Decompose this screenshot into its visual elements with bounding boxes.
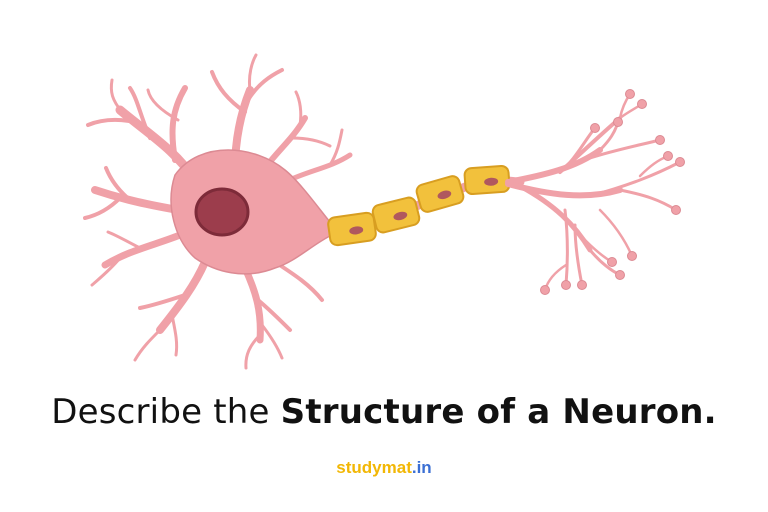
dendrite-branch bbox=[169, 85, 188, 163]
dendrite-branch bbox=[91, 186, 182, 214]
schwann-nucleus bbox=[349, 226, 364, 235]
dendrite-branch bbox=[256, 298, 292, 332]
dendrite-branch bbox=[260, 323, 284, 360]
synaptic-knob bbox=[655, 135, 665, 145]
terminal-branch bbox=[505, 147, 603, 185]
dendrite-branch bbox=[282, 152, 353, 185]
terminal-branch bbox=[517, 183, 593, 253]
dendrite-branch bbox=[133, 328, 162, 362]
dendrite-branch bbox=[90, 256, 122, 287]
dendrite-branch bbox=[273, 260, 324, 302]
dendrite-branch bbox=[146, 88, 180, 122]
dendrite-branch bbox=[86, 117, 137, 127]
synaptic-knob bbox=[671, 205, 681, 215]
terminal-branch bbox=[563, 208, 569, 287]
schwann-nucleus bbox=[393, 211, 408, 221]
schwann-nucleus bbox=[437, 190, 452, 200]
dendrite-branch bbox=[294, 90, 303, 127]
dendrite-branch bbox=[248, 53, 258, 92]
dendrite-branch bbox=[246, 68, 284, 102]
schwann-nucleus bbox=[484, 177, 499, 186]
synaptic-knob bbox=[663, 151, 673, 161]
synaptic-knob bbox=[627, 251, 637, 261]
dendrite-branch bbox=[106, 230, 142, 250]
terminal-branch bbox=[588, 160, 682, 198]
synaptic-knob bbox=[577, 280, 587, 290]
synaptic-knob bbox=[637, 99, 647, 109]
dendrite-branch bbox=[170, 313, 179, 357]
axon-terminals bbox=[505, 89, 685, 295]
title-bold: Structure of a Neuron. bbox=[280, 392, 717, 432]
schwann-cell bbox=[327, 211, 377, 247]
dendrite-branch bbox=[138, 293, 187, 310]
dendrite-branch bbox=[104, 166, 132, 202]
terminal-branch bbox=[598, 208, 634, 258]
schwann-cell bbox=[371, 196, 421, 234]
dendrite-branch bbox=[210, 70, 247, 114]
dendrite-branch bbox=[241, 264, 264, 344]
synaptic-knob bbox=[625, 89, 635, 99]
page-title: Describe the Structure of a Neuron. bbox=[0, 392, 768, 432]
schwann-cell bbox=[463, 164, 511, 196]
brand-suffix: .in bbox=[411, 458, 432, 477]
synaptic-knob bbox=[561, 280, 571, 290]
terminal-branch bbox=[588, 138, 662, 160]
brand-logo: studymat.in bbox=[0, 458, 768, 478]
cell-body bbox=[170, 149, 331, 275]
nucleus bbox=[194, 187, 250, 237]
dendrite-branch bbox=[101, 231, 184, 269]
synaptic-knob bbox=[675, 157, 685, 167]
terminal-branch bbox=[618, 188, 678, 212]
myelin-sheath bbox=[327, 164, 511, 247]
neuron-illustration bbox=[83, 53, 685, 370]
dendrite-branch bbox=[109, 78, 124, 114]
dendrite-branch bbox=[290, 136, 332, 148]
dendrite-branch bbox=[328, 128, 344, 167]
brand-name: studymat bbox=[336, 458, 412, 477]
synaptic-knob bbox=[540, 285, 550, 295]
synaptic-knob bbox=[607, 257, 617, 267]
synaptic-knob bbox=[590, 123, 600, 133]
schwann-cell bbox=[415, 175, 465, 213]
dendrite-branch bbox=[83, 196, 122, 220]
synaptic-knob bbox=[613, 117, 623, 127]
title-plain: Describe the bbox=[51, 392, 281, 432]
terminal-branch bbox=[573, 223, 584, 287]
dendrite-branch bbox=[244, 333, 262, 370]
synaptic-knob bbox=[615, 270, 625, 280]
dendrite-branch bbox=[128, 86, 152, 140]
